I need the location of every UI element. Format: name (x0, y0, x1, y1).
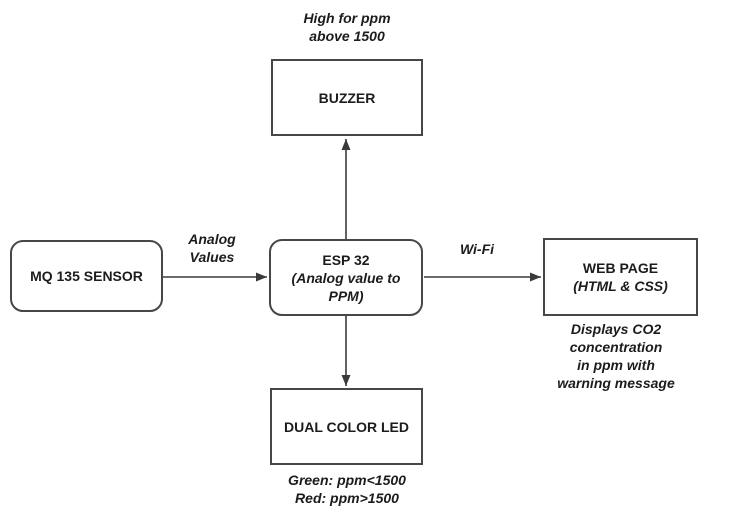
led-label: DUAL COLOR LED (284, 418, 409, 435)
esp32-title: ESP 32 (322, 251, 370, 268)
mq135-label: MQ 135 SENSOR (30, 268, 143, 284)
esp32-subtitle: (Analog value to PPM) (291, 269, 401, 304)
analog-values-label: Analog Values (188, 231, 236, 265)
node-esp32: ESP 32 (Analog value to PPM) (269, 239, 423, 316)
node-buzzer: BUZZER (271, 59, 423, 136)
webpage-title: WEB PAGE (582, 260, 659, 276)
webpage-subtitle: (HTML & CSS) (573, 278, 668, 294)
led-annotation: Green: ppm<1500 Red: ppm>1500 (288, 472, 406, 506)
wifi-label: Wi-Fi (459, 241, 495, 257)
node-mq135-sensor: MQ 135 SENSOR (10, 240, 163, 312)
node-dual-color-led: DUAL COLOR LED (270, 388, 423, 465)
webpage-annotation: Displays CO2 concentration in ppm with w… (557, 321, 675, 391)
buzzer-annotation: High for ppm above 1500 (303, 10, 391, 44)
buzzer-label: BUZZER (318, 89, 376, 106)
node-webpage: WEB PAGE (HTML & CSS) (543, 238, 698, 316)
